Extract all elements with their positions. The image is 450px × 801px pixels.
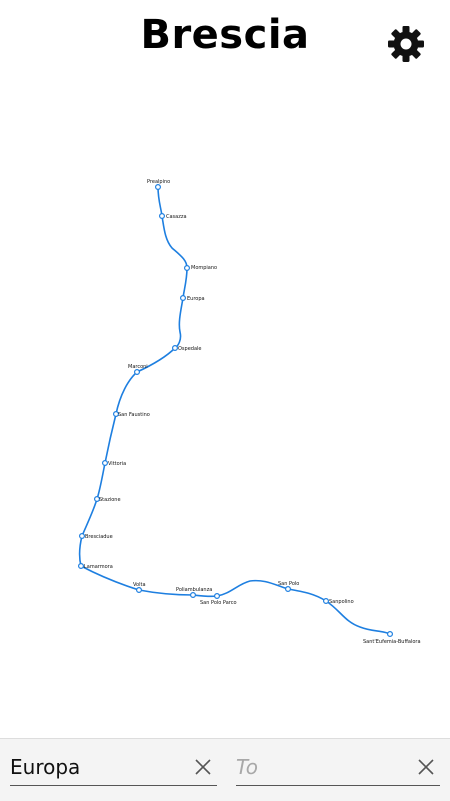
metro-map-svg[interactable]: PrealpinoCasazzaMompianoEuropaOspedaleMa…: [0, 80, 450, 735]
station-marconi[interactable]: Marconi: [128, 364, 148, 376]
station-lamarmora[interactable]: Lamarmora: [77, 562, 113, 570]
station-label: Volta: [133, 582, 146, 588]
station-label: Mompiano: [191, 265, 217, 271]
station-marker[interactable]: [172, 345, 179, 352]
app-header: Brescia: [0, 0, 450, 80]
from-field: [10, 751, 217, 786]
station-marker[interactable]: [323, 597, 330, 604]
station-europa[interactable]: Europa: [180, 295, 205, 302]
station-label: San Polo: [278, 581, 299, 587]
station-label: Marconi: [128, 364, 148, 370]
station-sanpolino[interactable]: Sanpolino: [323, 597, 354, 605]
station-label: Lamarmora: [84, 564, 113, 570]
station-san-faustino[interactable]: San Faustino: [112, 411, 150, 418]
station-marker[interactable]: [112, 411, 119, 418]
station-label: Ospedale: [178, 346, 202, 352]
station-label: Casazza: [166, 214, 187, 220]
close-icon[interactable]: [416, 757, 436, 777]
station-marker[interactable]: [77, 562, 84, 569]
station-san-polo-parco[interactable]: San Polo Parco: [200, 592, 237, 606]
station-bresciadue[interactable]: Bresciadue: [78, 532, 113, 540]
station-sant-eufemia-buffalora[interactable]: Sant'Eufemia-Buffalora: [363, 630, 421, 645]
page-title: Brescia: [140, 12, 310, 58]
station-marker[interactable]: [136, 586, 143, 593]
station-label: Europa: [187, 296, 205, 302]
station-volta[interactable]: Volta: [133, 582, 146, 593]
metro-line-path: [78, 186, 391, 635]
station-poliambulanza[interactable]: Poliambulanza: [176, 587, 212, 598]
from-input[interactable]: [10, 751, 181, 783]
station-marker[interactable]: [387, 630, 394, 637]
station-label: San Polo Parco: [200, 600, 237, 606]
to-field: [236, 751, 440, 786]
station-label: Poliambulanza: [176, 587, 212, 593]
station-label: Stazione: [99, 497, 121, 503]
station-label: Bresciadue: [85, 534, 113, 540]
station-marker[interactable]: [93, 496, 100, 503]
station-marker[interactable]: [101, 460, 108, 467]
station-label: Sanpolino: [329, 599, 354, 605]
station-marker[interactable]: [285, 585, 292, 592]
gear-icon[interactable]: [386, 24, 426, 64]
close-icon[interactable]: [193, 757, 213, 777]
station-san-polo[interactable]: San Polo: [278, 581, 299, 592]
station-marker[interactable]: [78, 532, 85, 539]
station-prealpino[interactable]: Prealpino: [147, 179, 170, 191]
to-input[interactable]: [236, 751, 404, 783]
station-ospedale[interactable]: Ospedale: [172, 345, 202, 352]
station-label: San Faustino: [118, 412, 150, 418]
station-marker[interactable]: [159, 213, 166, 220]
station-marker[interactable]: [155, 184, 162, 191]
station-marker[interactable]: [214, 592, 221, 599]
station-casazza[interactable]: Casazza: [159, 213, 187, 220]
station-label: Prealpino: [147, 179, 170, 185]
station-marker[interactable]: [184, 265, 191, 272]
station-marker[interactable]: [190, 591, 197, 598]
route-search-bar: [0, 738, 450, 801]
station-marker[interactable]: [180, 295, 187, 302]
station-mompiano[interactable]: Mompiano: [184, 265, 218, 272]
station-label: Sant'Eufemia-Buffalora: [363, 639, 421, 645]
station-label: Vittoria: [108, 461, 126, 467]
station-vittoria[interactable]: Vittoria: [101, 460, 127, 467]
station-stazione[interactable]: Stazione: [93, 496, 121, 503]
station-marker[interactable]: [134, 369, 141, 376]
